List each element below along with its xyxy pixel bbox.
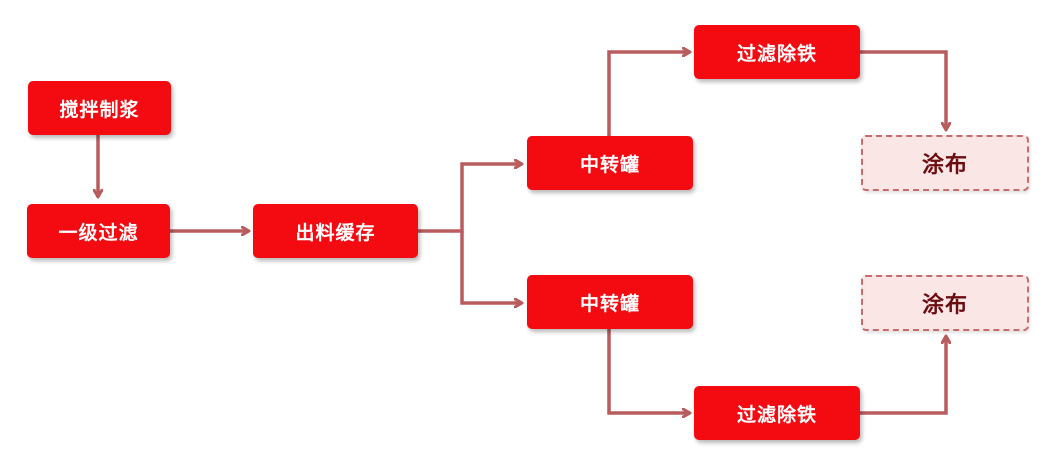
node-coating-1: 涂布 [861, 135, 1029, 191]
arrow-tank-2-to-filter-2 [607, 329, 690, 413]
node-filter-iron-removal-2: 过滤除铁 [694, 386, 860, 440]
node-primary-filter: 一级过滤 [27, 204, 170, 258]
node-transfer-tank-2: 中转罐 [527, 275, 693, 329]
node-discharge-buffer: 出料缓存 [253, 204, 418, 258]
node-coating-2: 涂布 [861, 275, 1029, 331]
node-filter-iron-removal-1: 过滤除铁 [694, 25, 860, 79]
arrow-tank-1-to-filter-1 [607, 52, 690, 136]
arrow-buffer-to-transfer-tank-1 [418, 164, 522, 233]
arrow-filter-1-to-coating-1 [860, 50, 946, 130]
arrow-filter-2-to-coating-2 [860, 336, 946, 415]
node-transfer-tank-1: 中转罐 [527, 136, 693, 190]
node-mixing: 搅拌制浆 [28, 81, 171, 135]
arrow-buffer-to-transfer-tank-2 [460, 231, 522, 303]
